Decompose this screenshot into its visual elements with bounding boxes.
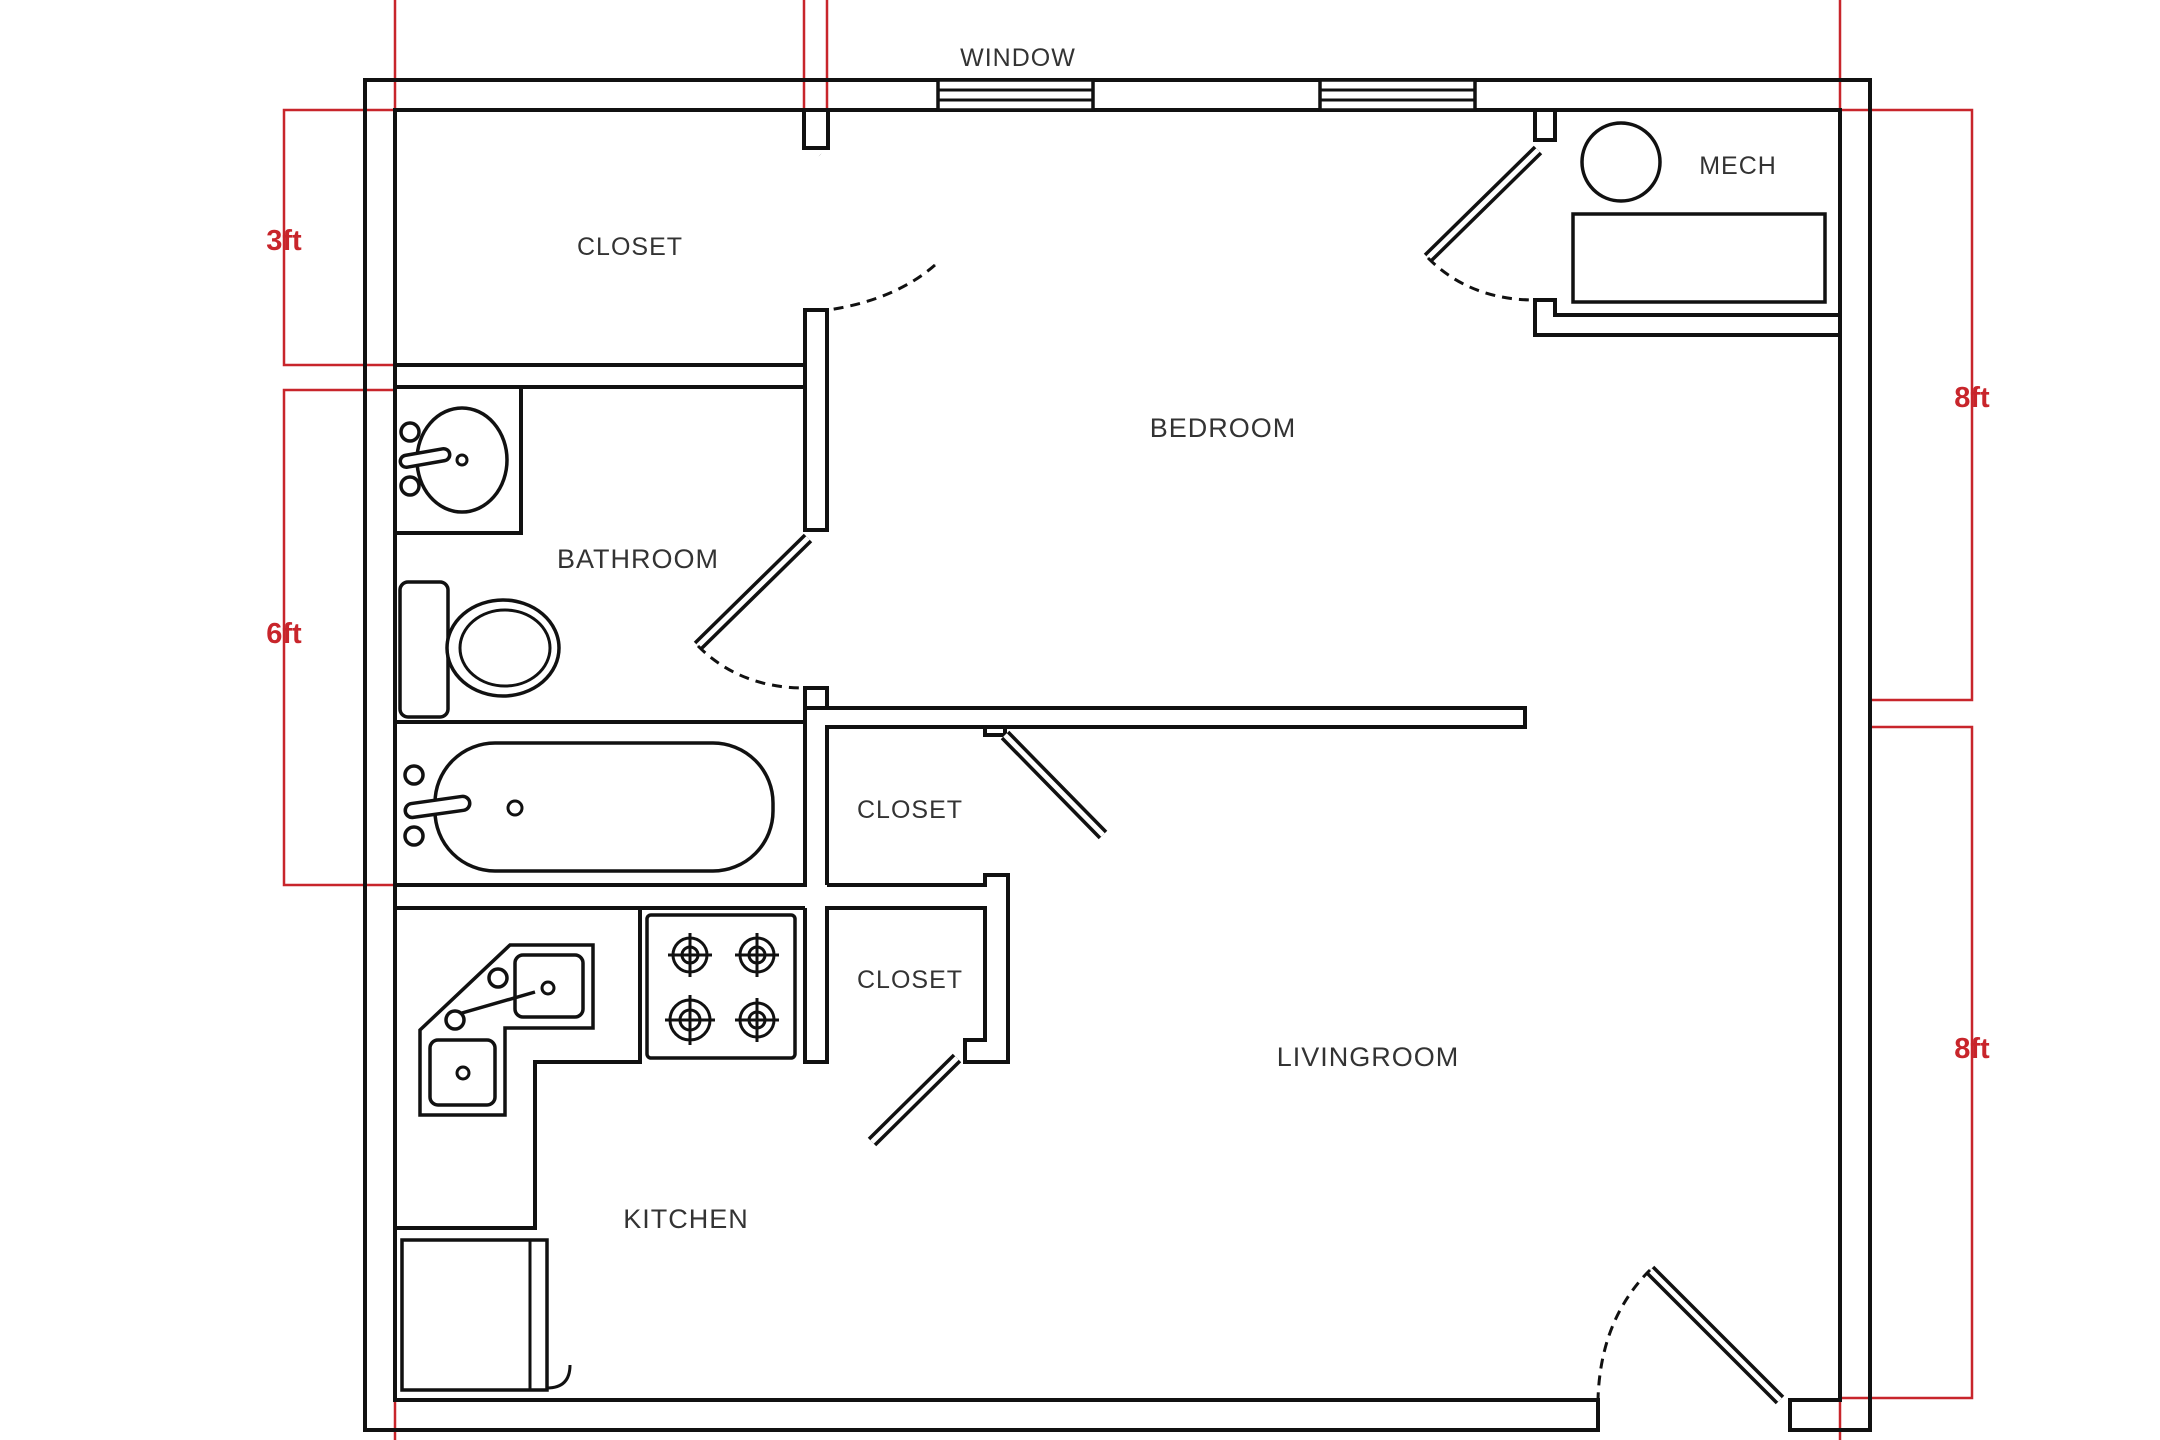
furnace-icon (1571, 212, 1827, 304)
interior-walls (393, 110, 1527, 1230)
door-closet-lower (867, 1053, 962, 1147)
closet-middle-label: CLOSET (857, 796, 963, 824)
door-closet-middle (1000, 730, 1108, 840)
wall-closet-middle-bottom (803, 873, 1010, 1064)
dimension-lines: 3ft 6ft 8ft 8ft (266, 0, 1990, 1440)
stove-icon (645, 913, 797, 1060)
window-left (936, 78, 1095, 112)
dimension-closet: 3ft (266, 108, 395, 367)
burner-icon (668, 933, 712, 977)
room-labels: CLOSET BEDROOM BATHROOM CLOSET CLOSET LI… (557, 233, 1460, 1234)
bedroom-label: BEDROOM (1150, 413, 1297, 443)
toilet-icon (398, 580, 561, 719)
kitchen-label: KITCHEN (623, 1204, 749, 1234)
livingroom-label: LIVINGROOM (1277, 1042, 1460, 1072)
dimension-bedroom: 8ft (1840, 108, 1990, 702)
dimension-label-3ft: 3ft (266, 225, 302, 257)
burner-icon (665, 995, 715, 1045)
wall-sink-alcove (395, 385, 523, 535)
window-right (1318, 78, 1477, 112)
dimension-label-8ft-bottom: 8ft (1954, 1033, 1990, 1065)
bathroom-fixtures (398, 406, 775, 873)
burner-icon (735, 998, 779, 1042)
wall-bathroom-kitchen (393, 885, 805, 910)
bathroom-sink-icon (398, 406, 509, 514)
window-label: WINDOW (960, 44, 1076, 72)
closet-top-label: CLOSET (577, 233, 683, 261)
bathtub-icon (403, 741, 775, 873)
water-heater-icon (1580, 121, 1662, 203)
dimension-livingroom: 8ft (1840, 725, 1990, 1400)
windows: WINDOW (936, 44, 1477, 112)
dimension-label-8ft-top: 8ft (1954, 382, 1990, 414)
wall-closet-bottom (395, 363, 807, 389)
bathroom-label: BATHROOM (557, 544, 719, 574)
exterior-walls (363, 78, 1872, 1432)
refrigerator-icon (400, 1238, 572, 1392)
wall-closet-bedroom (803, 308, 829, 532)
door-entry (1596, 1265, 1785, 1405)
wall-bathroom-door-jamb (803, 686, 829, 710)
door-mech (1423, 145, 1543, 302)
door-bathroom (693, 533, 813, 690)
burner-icon (735, 933, 779, 977)
mech-room: MECH (1533, 108, 1842, 337)
wall-closet-middle-jamb (983, 727, 1007, 737)
doors (693, 145, 1785, 1405)
wall-bedroom-livingroom (395, 688, 1527, 887)
closet-lower-label: CLOSET (857, 966, 963, 994)
dimension-label-6ft: 6ft (266, 618, 302, 650)
kitchen-fixtures (400, 913, 797, 1392)
kitchen-sink-icon (418, 943, 595, 1117)
mech-label: MECH (1699, 152, 1777, 180)
wall-closet-door-jamb-top (802, 110, 830, 150)
door-closet-top (818, 153, 937, 312)
dimension-bathroom: 6ft (266, 388, 395, 887)
